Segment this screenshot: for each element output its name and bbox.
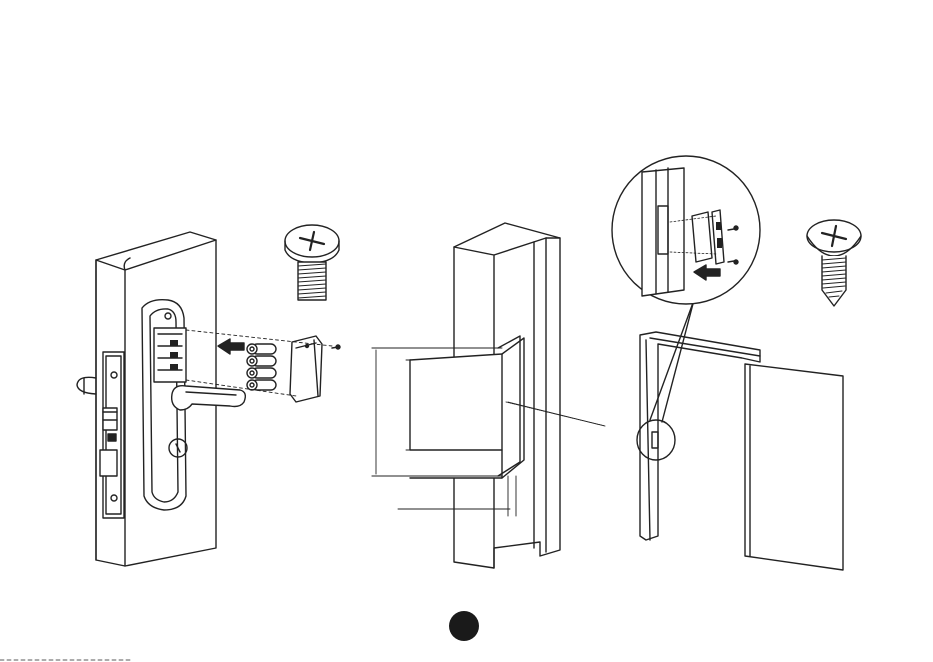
arrow-left-icon xyxy=(218,339,244,354)
strike-cutout xyxy=(410,336,524,478)
mortise-faceplate xyxy=(100,352,124,518)
phillips-screw-icon xyxy=(807,220,861,306)
phillips-screw-icon xyxy=(285,225,339,300)
open-door-slab xyxy=(745,364,843,570)
batteries xyxy=(247,344,276,390)
strike-detail-magnifier xyxy=(612,156,760,304)
page-marker-dot xyxy=(449,611,479,641)
outside-handle-stub xyxy=(77,377,96,394)
cover-screw-small xyxy=(332,345,340,349)
battery-cover xyxy=(290,336,322,402)
